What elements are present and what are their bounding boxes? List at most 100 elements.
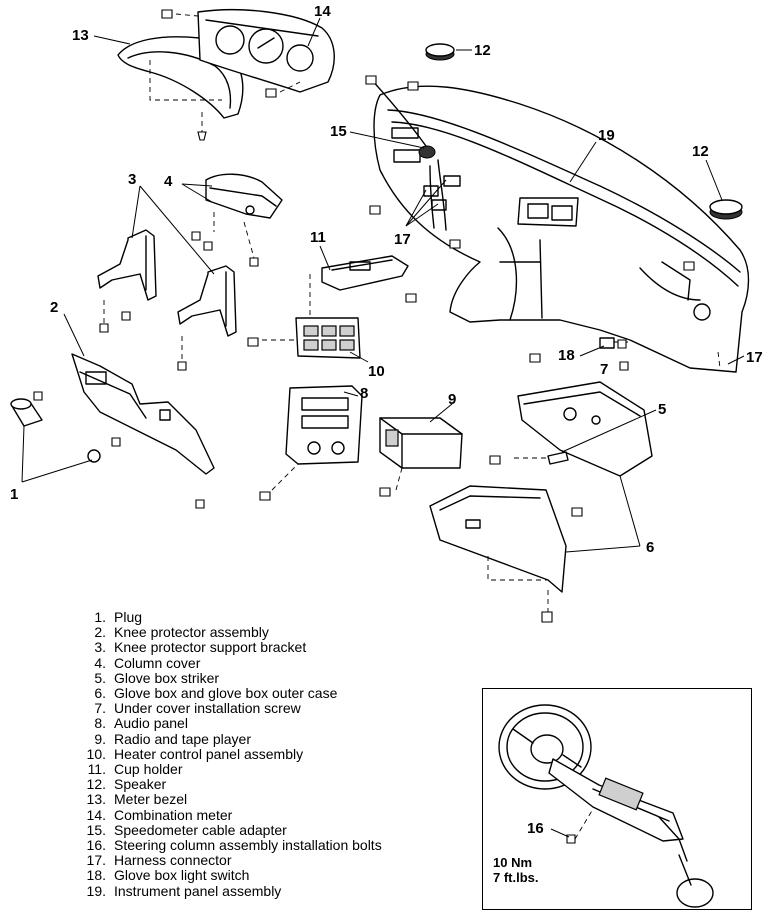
legend-item: 5. Glove box striker [82,669,472,686]
legend-item: 3. Knee protector support bracket [82,640,472,655]
leader-lines [21,17,745,553]
torque-spec: 10 Nm 7 ft.lbs. [493,855,539,885]
legend-number: 8. [94,715,106,732]
legend-number: 12. [86,776,106,793]
callout-19: 19 [598,127,615,144]
steering-column [548,758,714,908]
torque-nm: 10 Nm [493,855,533,870]
callout-5: 5 [658,401,666,418]
legend-text: Cup holder [114,761,183,778]
legend-number: 16. [86,837,106,854]
legend-text: Glove box striker [114,669,220,686]
legend-number: 15. [86,821,106,838]
callout-1: 1 [10,486,18,503]
legend-text: Meter bezel [114,791,188,808]
heater-control-panel [262,317,361,359]
steering-wheel [498,704,592,790]
speaker-right [709,199,743,220]
legend-number: 9. [94,730,106,747]
steering-column-drawing: 16 [498,704,714,908]
legend-number: 6. [94,685,106,702]
callout-2: 2 [50,299,58,316]
callout-3: 3 [128,171,136,188]
radio-tape-player [379,417,463,491]
legend-text: Plug [114,609,143,625]
legend-number: 11. [87,761,106,778]
callout-14: 14 [314,3,331,20]
legend-text: Glove box light switch [114,867,250,884]
callout-7: 7 [600,361,608,378]
legend-number: 10. [86,745,106,762]
legend-text: Glove box and glove box outer case [114,685,338,702]
legend-text: Under cover installation screw [114,700,301,717]
instrument-panel [373,85,750,373]
callout-13: 13 [72,27,89,44]
audio-panel [271,385,363,491]
callout-labels: 1 2 3 4 5 6 7 8 9 10 11 12 12 13 14 15 1… [10,3,763,556]
callout-11: 11 [310,229,326,246]
glove-box-outer-case [514,381,653,477]
callout-6: 6 [646,539,654,556]
legend-item: 15. Speedometer cable adapter [82,821,472,838]
knee-protector-bracket-right [177,265,237,362]
legend-number: 18. [86,867,106,884]
legend-number: 17. [86,852,106,869]
legend-item: 13. Meter bezel [82,792,472,807]
legend-item: 4. Column cover [82,654,472,671]
callout-12-top: 12 [474,42,491,59]
legend-item: 8. Audio panel [82,716,472,731]
legend-number: 19. [86,882,106,899]
legend-text: Knee protector support bracket [114,639,307,656]
legend-item: 16. Steering column assembly installation… [82,837,472,854]
screws [33,75,695,623]
callout-4: 4 [164,173,173,190]
legend-item: 19. Instrument panel assembly [82,882,472,899]
legend-text: Audio panel [114,715,188,732]
legend-text: Knee protector assembly [114,624,269,641]
callout-10: 10 [368,363,385,380]
harness-connectors [423,159,461,231]
cup-holder [309,255,409,350]
legend-number: 7. [94,700,106,717]
legend-item: 9. Radio and tape player [82,730,472,747]
legend-number: 2. [94,624,106,641]
legend-text: Harness connector [114,852,232,869]
legend-text: Speedometer cable adapter [114,821,287,838]
legend-text: Radio and tape player [114,730,251,747]
legend-text: Instrument panel assembly [114,882,282,899]
legend-item: 6. Glove box and glove box outer case [82,685,472,702]
speaker-upper [425,43,455,61]
callout-9: 9 [448,391,456,408]
glove-box-light-switch [599,337,630,349]
legend-number: 4. [94,654,106,671]
legend-text: Speaker [114,776,167,793]
legend-text: Heater control panel assembly [114,745,304,762]
plug-button [87,449,101,463]
legend-item: 12. Speaker [82,777,472,792]
glove-box [429,485,567,612]
speedometer-cable-adapter [369,77,436,159]
column-cover [205,173,283,259]
legend-item: 10. Heater control panel assembly [82,745,472,762]
legend-item: 17. Harness connector [82,853,472,868]
legend-item: 14. Combination meter [82,806,472,823]
inset-callout-16: 16 [527,820,544,837]
legend-item: 18. Glove box light switch [82,868,472,883]
knee-protector-assembly [71,353,215,475]
knee-protector-bracket-left [97,229,157,324]
legend-number: 1. [94,609,106,625]
callout-17-left: 17 [394,231,411,248]
legend-number: 13. [86,791,106,808]
legend-number: 14. [86,806,106,823]
legend-number: 5. [94,669,106,686]
legend-item: 1. Plug [82,609,472,625]
plug-cylinder [10,398,43,427]
legend-item: 2. Knee protector assembly [82,625,472,640]
legend-text: Column cover [114,654,201,671]
torque-ftlbs: 7 ft.lbs. [493,870,539,885]
steering-column-inset: 16 10 Nm 7 ft.lbs. [482,688,752,910]
legend-text: Steering column assembly installation bo… [114,837,382,854]
legend-text: Combination meter [114,806,233,823]
legend-number: 3. [94,639,106,656]
